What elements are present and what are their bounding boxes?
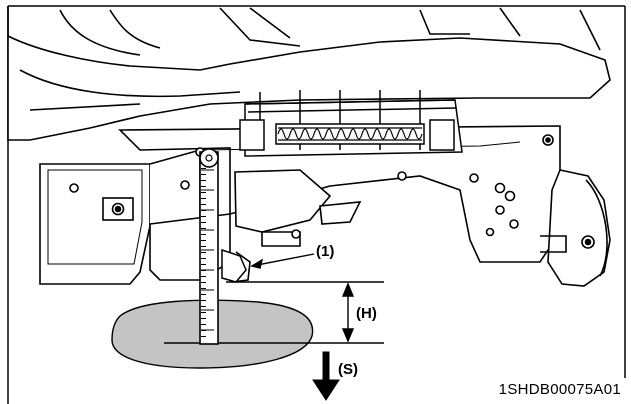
tension-spring	[277, 127, 423, 141]
direction-arrow	[312, 351, 340, 401]
measuring-ruler	[199, 148, 219, 345]
label-part-1: (1)	[316, 243, 334, 260]
figure-code: 1SHDB00075A01	[498, 381, 621, 398]
left-side-cover	[39, 148, 201, 285]
seat-body	[7, 6, 611, 141]
deck-edge-part	[221, 248, 247, 283]
label-direction: (S)	[338, 361, 358, 378]
height-dimension	[341, 282, 355, 343]
front-wheel	[540, 169, 611, 287]
leader-line-1	[250, 253, 315, 269]
label-height: (H)	[356, 305, 377, 322]
